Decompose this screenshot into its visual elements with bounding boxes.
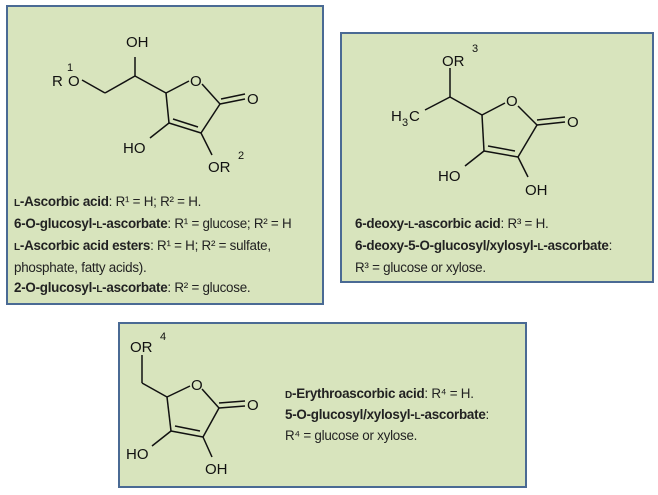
compound-name: -Erythroascorbic acid (291, 386, 425, 401)
atom-ho: HO (123, 140, 146, 157)
carbonyl-oxygen: O (567, 114, 579, 131)
caption-line: L-Ascorbic acid: R¹ = H; R² = H. (14, 192, 291, 214)
ring-oxygen: O (190, 73, 202, 90)
compound-name: 5-O-glucosyl/xylosyl- (285, 407, 415, 422)
compound-name: -Ascorbic acid (19, 194, 109, 209)
compound-name-stereo-prefix: D (285, 390, 292, 401)
panel-6-deoxy-ascorbic-acid: OR 3 H 3 C O O HO OH 6-deoxy-L-ascorbic … (340, 32, 654, 283)
carbonyl-oxygen: O (247, 91, 259, 108)
caption-definition: : R² = glucose. (167, 280, 251, 295)
atom-o: O (68, 73, 80, 90)
caption-line: 6-O-glucosyl-L-ascorbate: R¹ = glucose; … (14, 214, 292, 236)
caption-definition: phosphate, fatty acids). (14, 260, 147, 275)
atom-or-superscript: 4 (160, 331, 166, 343)
atom-or-superscript: 2 (238, 150, 244, 162)
compound-name: -ascorbate (420, 407, 486, 422)
compound-name: -ascorbate (102, 280, 168, 295)
structure-l-ascorbic-acid: OH R 1 O O O HO OR 2 (52, 34, 259, 176)
caption-line: R⁴ = glucose or xylose. (285, 426, 489, 445)
caption-definition: : R⁴ = H. (424, 386, 474, 401)
caption-definition: : R¹ = H; R² = H. (108, 194, 202, 209)
ring-oxygen: O (191, 377, 203, 394)
compound-name: -ascorbic acid (413, 216, 501, 231)
compound-name-stereo-prefix: L (408, 220, 414, 231)
compound-name: -Ascorbic acid esters (19, 238, 151, 253)
compound-name-stereo-prefix: L (414, 411, 421, 422)
caption-definition: : R³ = H. (500, 216, 549, 231)
atom-or-superscript: 3 (472, 43, 478, 55)
caption-line: L-Ascorbic acid esters: R¹ = H; R² = sul… (14, 236, 291, 258)
compound-name-stereo-prefix: L (14, 198, 20, 209)
atom-or: OR (208, 159, 231, 176)
compound-name: 6-O-glucosyl- (14, 216, 97, 231)
caption-line: 6-deoxy-L-ascorbic acid: R³ = H. (355, 214, 612, 236)
atom-oh: OH (525, 182, 548, 199)
atom-h3c-subscript: 3 (402, 117, 408, 129)
atom-oh: OH (126, 34, 149, 51)
structure-6-deoxy-ascorbic-acid: OR 3 H 3 C O O HO OH (391, 43, 579, 199)
compound-name: -ascorbate (102, 216, 168, 231)
caption-line: 2-O-glucosyl-L-ascorbate: R² = glucose. (14, 278, 291, 300)
caption-definition: : R¹ = glucose; R² = H (167, 216, 292, 231)
caption-definition: R³ = glucose or xylose. (355, 260, 486, 275)
caption-definition: : (485, 407, 490, 422)
panel-l-ascorbic-acid: OH R 1 O O O HO OR 2 L-Ascorbic acid: R¹… (6, 5, 324, 305)
caption-list: L-Ascorbic acid: R¹ = H; R² = H.6-O-gluc… (14, 192, 292, 300)
atom-oh: OH (205, 461, 228, 478)
caption-line: R³ = glucose or xylose. (355, 258, 612, 278)
caption-line: 6-deoxy-5-O-glucosyl/xylosyl-L-ascorbate… (355, 236, 612, 258)
atom-ho: HO (126, 446, 149, 463)
compound-name: 6-deoxy-5-O-glucosyl/xylosyl- (355, 238, 538, 253)
atom-r-superscript: 1 (67, 62, 73, 74)
ring-oxygen: O (506, 93, 518, 110)
panel-d-erythroascorbic-acid: OR 4 O O HO OH D-Erythroascorbic acid: R… (118, 322, 527, 488)
structure-d-erythroascorbic-acid: OR 4 O O HO OH (126, 331, 259, 478)
compound-name-stereo-prefix: L (14, 242, 20, 253)
caption-definition: R⁴ = glucose or xylose. (285, 428, 418, 443)
caption-list: D-Erythroascorbic acid: R⁴ = H.5-O-gluco… (285, 384, 489, 445)
compound-name: -ascorbate (543, 238, 609, 253)
caption-definition: : R¹ = H; R² = sulfate, (150, 238, 271, 253)
compound-name-stereo-prefix: L (537, 242, 544, 253)
compound-name-stereo-prefix: L (96, 220, 103, 231)
atom-h3c-h: H (391, 108, 402, 125)
atom-or: OR (442, 53, 465, 70)
caption-line: phosphate, fatty acids). (14, 258, 291, 278)
caption-definition: : (608, 238, 613, 253)
caption-list: 6-deoxy-L-ascorbic acid: R³ = H.6-deoxy-… (355, 214, 612, 278)
caption-line: 5-O-glucosyl/xylosyl-L-ascorbate: (285, 405, 489, 426)
compound-name: 6-deoxy- (355, 216, 409, 231)
atom-h3c-c: C (409, 108, 420, 125)
atom-or: OR (130, 339, 153, 356)
atom-ho: HO (438, 168, 461, 185)
compound-name: 2-O-glucosyl- (14, 280, 97, 295)
caption-line: D-Erythroascorbic acid: R⁴ = H. (285, 384, 489, 405)
atom-r: R (52, 73, 63, 90)
carbonyl-oxygen: O (247, 397, 259, 414)
compound-name-stereo-prefix: L (96, 284, 103, 295)
